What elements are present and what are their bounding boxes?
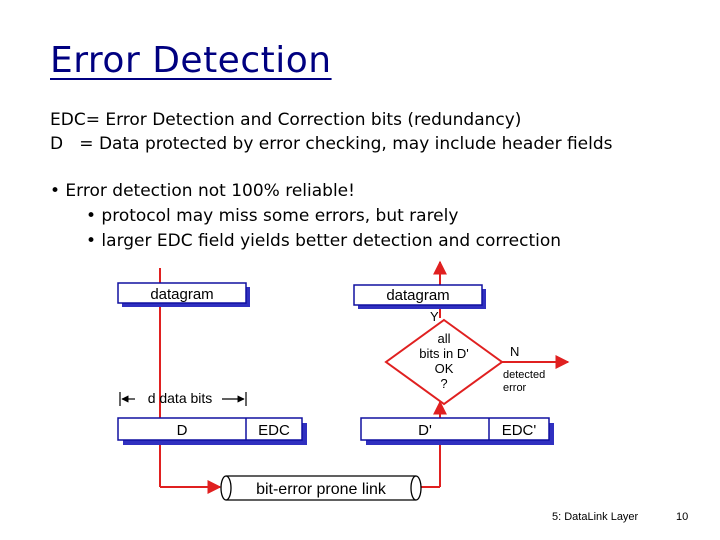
subbullet-miss-errors: • protocol may miss some errors, but rar… [86,206,459,226]
yes-label: Y [430,309,439,324]
decision-line-4: ? [440,376,447,391]
link-label: bit-error prone link [256,481,387,498]
receiver-frame: D' EDC' [360,417,554,445]
decision-line-1: all [437,331,450,346]
detected-error-line-1: detected [503,369,545,381]
receiver-edc-field: EDC' [502,422,537,439]
no-label: N [510,344,519,359]
flow-arrows [159,260,570,494]
sender-datagram-label: datagram [150,286,213,303]
detected-error-line-2: error [503,382,527,394]
slide-title: Error Detection [50,40,332,81]
sender-frame: D EDC [117,417,307,445]
receiver-d-field: D' [418,422,432,439]
d-bits-label: d data bits [148,390,213,406]
decision-line-2: bits in D' [419,346,468,361]
link-cylinder: bit-error prone link [220,475,422,501]
footer-chapter: 5: DataLink Layer [552,511,639,523]
footer-page-number: 10 [676,511,689,523]
d-bits-span [119,392,247,406]
receiver-datagram-box: datagram [353,284,486,309]
sender-d-field: D [177,422,188,439]
definition-edc: EDC= Error Detection and Correction bits… [50,110,522,130]
definition-d: D = Data protected by error checking, ma… [50,134,613,154]
bullet-reliability: • Error detection not 100% reliable! [50,181,355,201]
receiver-datagram-label: datagram [386,287,449,304]
sender-datagram-box: datagram [117,282,250,307]
sender-edc-field: EDC [258,422,290,439]
subbullet-larger-edc: • larger EDC field yields better detecti… [86,231,562,251]
decision-line-3: OK [435,361,454,376]
decision-diamond: all bits in D' OK ? [384,318,504,406]
